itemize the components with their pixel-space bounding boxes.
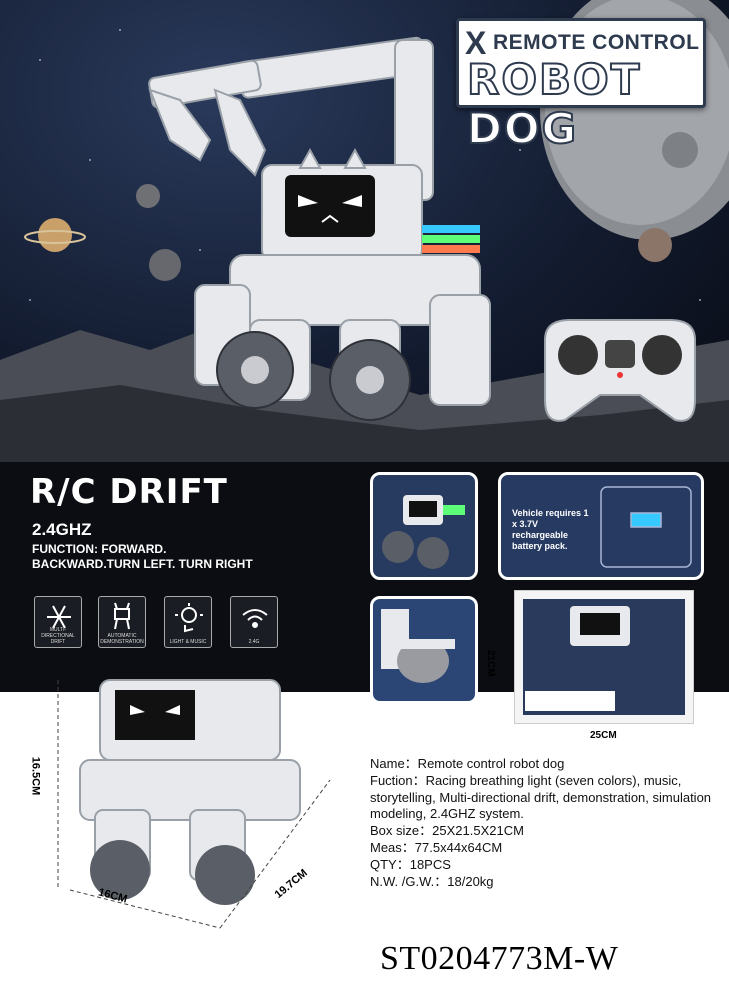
feature-tile-wifi: 2.4G [230, 596, 278, 648]
light-music-icon [175, 603, 203, 633]
feature-label: LIGHT & MUSIC [169, 639, 207, 645]
logo-x-mark: X [465, 25, 487, 61]
logo-top-text: REMOTE CONTROL [493, 31, 700, 54]
function-text: FUNCTION: FORWARD. BACKWARD.TURN LEFT. T… [32, 542, 253, 571]
photo-battery-diagram [498, 472, 704, 580]
feature-tile-drift: MULTI-DIRECTIONAL DRIFT [34, 596, 82, 648]
model-number: ST0204773M-W [380, 940, 619, 977]
feature-label: 2.4G [248, 639, 260, 645]
feature-label: MULTI-DIRECTIONAL DRIFT [41, 627, 75, 645]
spec-meas: Meas：77.5x44x64CM [370, 839, 503, 855]
spec-qty: QTY：18PCS [370, 856, 451, 872]
logo-bottom-text: ROBOT DOG [466, 54, 642, 154]
feature-label: AUTOMATIC DEMONSTRATION [100, 633, 144, 645]
feature-tile-light-music: LIGHT & MUSIC [164, 596, 212, 648]
frequency-label: 2.4GHZ [32, 520, 92, 539]
height-dimension: 16.5CM [29, 756, 42, 796]
drift-icon [47, 605, 71, 629]
robot-demo-icon [114, 602, 130, 630]
spec-list: Name：Remote control robot dog Fuction：Ra… [370, 756, 720, 890]
spec-function: Fuction：Racing breathing light (seven co… [370, 772, 712, 822]
product-dimension-figure [57, 679, 331, 929]
spec-name: Name：Remote control robot dog [370, 756, 565, 771]
spec-weight: N.W. /G.W.：18/20kg [370, 873, 494, 889]
battery-note: Vehicle requires 1 x 3.7V rechargeable b… [512, 508, 589, 551]
wifi-icon [242, 609, 268, 628]
photo-robot-lights [370, 472, 478, 580]
brand-logo: X REMOTE CONTROL ROBOT DOG [456, 18, 706, 154]
product-box [514, 590, 694, 724]
headline: R/C DRIFT [30, 472, 228, 512]
box-width-label: 25CM [590, 730, 617, 741]
hero-banner: X REMOTE CONTROL ROBOT DOG [0, 0, 729, 462]
box-height-label: 21CM [485, 650, 496, 677]
spec-box-size: Box size：25X21.5X21CM [370, 823, 524, 839]
feature-tile-demo: AUTOMATIC DEMONSTRATION [98, 596, 146, 648]
photo-claw-rock [370, 596, 478, 704]
